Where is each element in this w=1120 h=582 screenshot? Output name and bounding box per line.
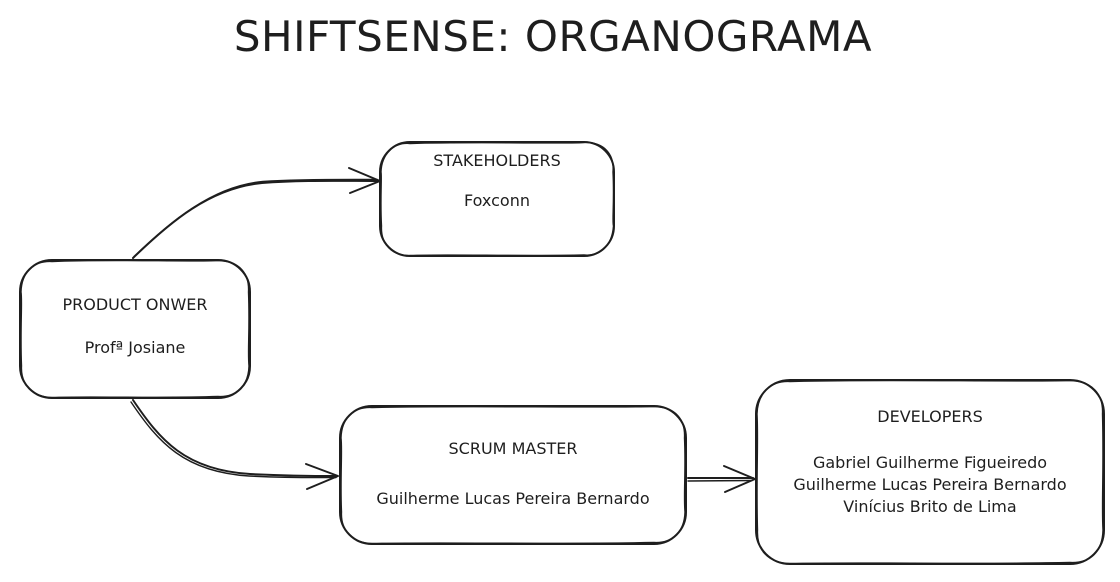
scrum-master-members: Guilherme Lucas Pereira Bernardo <box>376 488 649 510</box>
product-owner-box <box>19 259 251 399</box>
member-name: Profª Josiane <box>84 338 186 357</box>
developers-heading: DEVELOPERS <box>877 407 983 426</box>
diagram-title: SHIFTSENSE: ORGANOGRAMA <box>233 12 873 61</box>
member-name: Guilherme Lucas Pereira Bernardo <box>793 475 1067 494</box>
stakeholders-heading: STAKEHOLDERS <box>433 151 561 170</box>
stakeholders-members: Foxconn <box>464 190 530 212</box>
node-product-owner: PRODUCT ONWER Profª Josiane <box>20 260 250 398</box>
product-owner-members: Profª Josiane <box>85 337 186 359</box>
product-owner-heading: PRODUCT ONWER <box>62 295 208 314</box>
edge-product-owner-to-scrum-master <box>130 399 339 490</box>
scrum-master-heading: SCRUM MASTER <box>448 439 578 458</box>
node-developers: DEVELOPERS Gabriel Guilherme Figueiredo … <box>756 380 1104 564</box>
member-name: Guilherme Lucas Pereira Bernardo <box>376 489 650 508</box>
member-name: Foxconn <box>464 191 530 210</box>
node-stakeholders: STAKEHOLDERS Foxconn <box>380 142 614 256</box>
edge-product-owner-to-stakeholders <box>132 167 381 259</box>
stakeholders-box <box>379 141 615 257</box>
member-name: Vinícius Brito de Lima <box>843 497 1017 516</box>
member-name: Gabriel Guilherme Figueiredo <box>812 453 1048 472</box>
edge-scrum-master-to-developers <box>687 465 756 493</box>
scrum-master-box <box>339 405 687 545</box>
node-scrum-master: SCRUM MASTER Guilherme Lucas Pereira Ber… <box>340 406 686 544</box>
developers-members: Gabriel Guilherme Figueiredo Guilherme L… <box>793 452 1066 518</box>
developers-box <box>755 379 1105 565</box>
